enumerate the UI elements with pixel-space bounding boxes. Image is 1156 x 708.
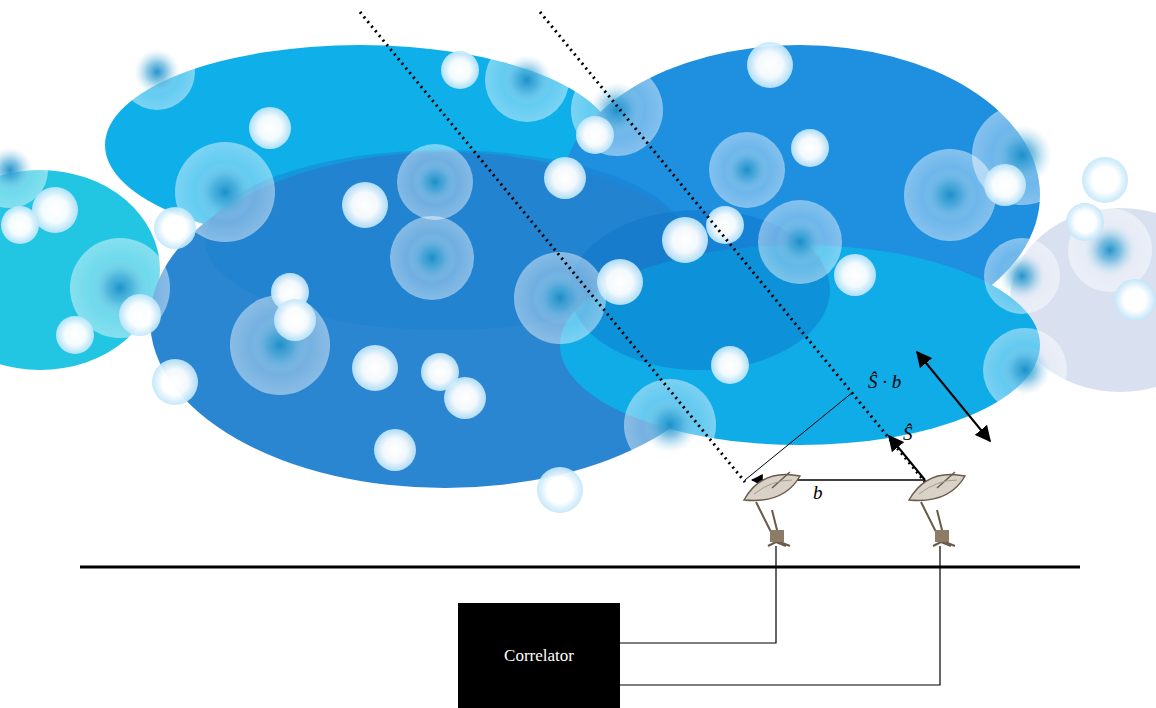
droplet	[230, 295, 330, 395]
antenna-right	[909, 472, 965, 546]
droplet	[706, 206, 744, 244]
geometry-lines	[360, 12, 990, 482]
correlator-box: Correlator	[458, 603, 620, 708]
droplet	[352, 345, 398, 391]
droplet	[597, 259, 643, 305]
droplet	[274, 299, 316, 341]
droplet	[984, 164, 1026, 206]
droplet	[56, 316, 94, 354]
box-label: Correlator	[504, 646, 574, 666]
droplet	[984, 238, 1060, 314]
droplet	[972, 105, 1072, 205]
direction-label: Ŝ	[903, 424, 913, 445]
droplet	[1082, 157, 1128, 203]
droplet	[119, 34, 195, 110]
droplet	[983, 328, 1067, 412]
droplet	[119, 294, 161, 336]
droplet	[374, 429, 416, 471]
droplet	[571, 64, 663, 156]
droplet	[709, 132, 785, 208]
droplet	[390, 216, 474, 300]
droplet	[1066, 203, 1104, 241]
antenna-left	[744, 472, 800, 546]
droplet	[514, 252, 606, 344]
baseline-label: b⃗	[813, 483, 837, 504]
droplet	[711, 346, 749, 384]
droplet	[342, 182, 388, 228]
droplet	[544, 157, 586, 199]
path-difference-label: Ŝ · b⃗	[868, 372, 916, 393]
droplet	[444, 377, 486, 419]
signal-cables	[620, 546, 940, 685]
droplet	[537, 467, 583, 513]
droplet	[1114, 279, 1156, 321]
droplet	[485, 38, 569, 122]
water-droplets	[0, 34, 1156, 513]
droplet	[758, 200, 842, 284]
droplet	[747, 42, 793, 88]
droplet	[397, 144, 473, 220]
droplet	[624, 379, 716, 471]
droplet	[152, 359, 198, 405]
droplet	[441, 51, 479, 89]
droplet	[1, 206, 39, 244]
droplet	[249, 107, 291, 149]
droplet	[834, 254, 876, 296]
droplet	[576, 116, 614, 154]
cloud-layers	[0, 45, 1156, 488]
ground-line	[80, 566, 1080, 569]
droplet	[662, 217, 708, 263]
droplet	[791, 129, 829, 167]
droplet	[154, 207, 196, 249]
